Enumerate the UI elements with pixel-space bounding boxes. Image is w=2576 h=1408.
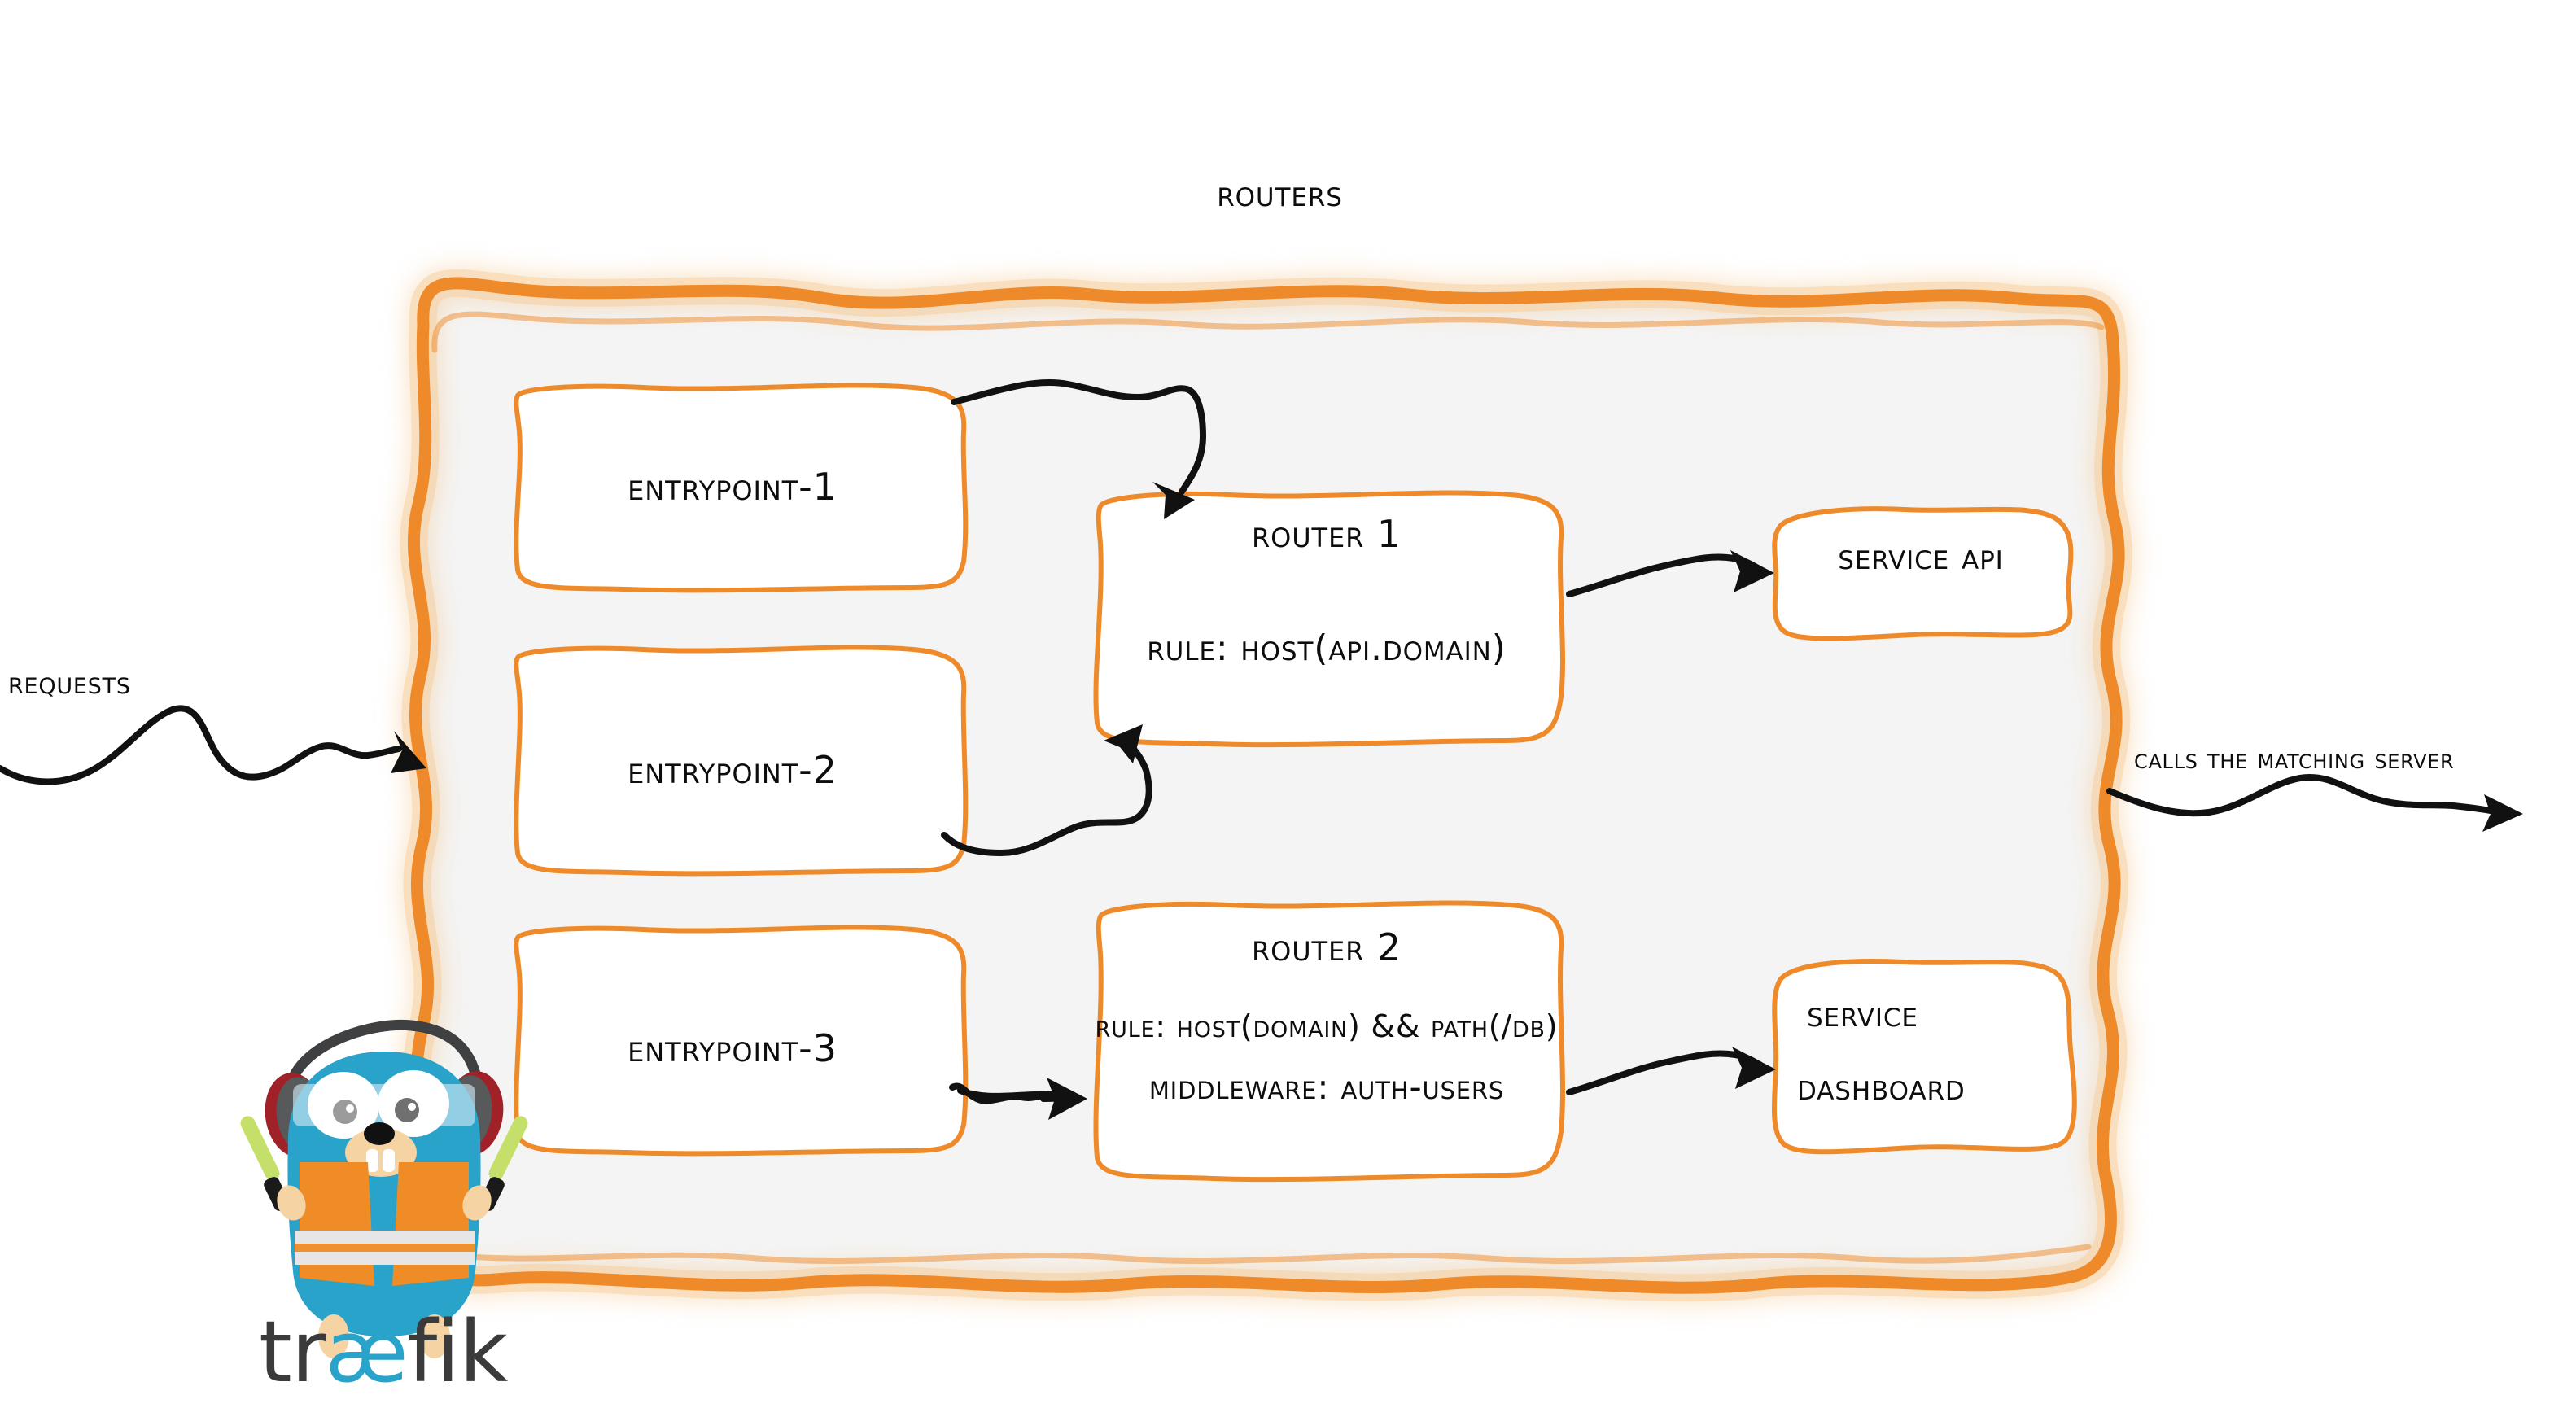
entrypoint-2-shape [514, 645, 969, 877]
service-dashboard-label-line2: Dashboard [1797, 1067, 1966, 1108]
router-1-rule: rule: Host(api.domain) [1147, 627, 1507, 669]
ep3-to-router2-head [1047, 1078, 1087, 1120]
page-title: Routers [0, 173, 2576, 216]
outgoing-arrow-line [2106, 774, 2494, 817]
router-2-middleware: Middleware: auth-users [1148, 1067, 1505, 1107]
mascot-foot-right [419, 1314, 450, 1358]
ep2-to-router1-line [941, 741, 1152, 856]
outgoing-annotation: Calls the matching server [2134, 743, 2455, 776]
router-1-shape [1093, 490, 1565, 748]
mascot-foot-left [318, 1314, 349, 1358]
requests-annotation: Requests [8, 665, 131, 701]
entrypoint-3-box[interactable] [514, 925, 969, 1157]
entrypoint-1-shape [514, 383, 969, 593]
requests-arrow-line [0, 705, 402, 785]
container-border-sketch-bottom [436, 1244, 2092, 1264]
page-title-text: Routers [1217, 173, 1343, 215]
service-dashboard-box[interactable] [1771, 959, 2077, 1155]
ep2-to-router1-head [1104, 724, 1143, 763]
router-2-shape [1093, 900, 1565, 1183]
mascot-hand-right [462, 1185, 492, 1221]
router-2-rule: rule: Host(domain) && Path(/db) [1095, 1008, 1559, 1044]
router-2-title: Router 2 [1251, 925, 1402, 969]
traefik-wordmark-prefix: tr [259, 1302, 326, 1401]
ep1-to-router1-line [951, 379, 1206, 495]
traefik-wordmark-ligature: æ [325, 1302, 408, 1401]
service-api-shape [1772, 506, 2074, 641]
container-border-sketch-top [431, 311, 2105, 353]
requests-arrow-head [391, 731, 426, 773]
mascot-pupil-right [395, 1098, 419, 1122]
entrypoint-3-label: entrypoint-3 [628, 1026, 838, 1070]
traefik-wordmark-suffix: fik [407, 1302, 509, 1401]
traefik-mascot [240, 1019, 528, 1358]
router-1-title: Router 1 [1251, 512, 1402, 556]
outgoing-arrow-head [2482, 794, 2523, 832]
mascot-tooth-left [366, 1149, 378, 1172]
router1-to-serviceapi-head [1730, 550, 1774, 592]
mascot-vest-left [300, 1162, 374, 1286]
headphone-band [286, 1019, 483, 1088]
entrypoint-3-shape [514, 925, 969, 1157]
router-2-box[interactable] [1093, 900, 1565, 1183]
service-dashboard-label-line1: Service [1807, 994, 1918, 1035]
mascot-pupil-left [333, 1100, 357, 1124]
service-api-label: Service API [1838, 536, 2004, 578]
mascot-vest-right [392, 1162, 469, 1286]
mascot-tooth-right [383, 1149, 395, 1172]
entrypoint-2-box[interactable] [514, 645, 969, 877]
mascot-hand-left [277, 1185, 306, 1221]
service-dashboard-shape [1771, 959, 2077, 1155]
mascot-nose [364, 1122, 395, 1145]
service-api-box[interactable] [1772, 506, 2074, 641]
mascot-vest-stripe-line [295, 1244, 475, 1252]
entrypoint-1-label: entrypoint-1 [628, 465, 838, 509]
arrows [0, 379, 2523, 1120]
traefik-wordmark: træfik [259, 1302, 509, 1401]
entrypoint-2-label: entrypoint-2 [628, 748, 838, 792]
mascot-eye-glint-left [346, 1104, 354, 1113]
entrypoint-1-box[interactable] [514, 383, 969, 593]
router2-to-servicedash-head [1732, 1047, 1776, 1089]
mascot-eye-glint-right [408, 1103, 416, 1111]
router-1-box[interactable] [1093, 490, 1565, 748]
ep1-to-router1-head [1152, 482, 1195, 519]
